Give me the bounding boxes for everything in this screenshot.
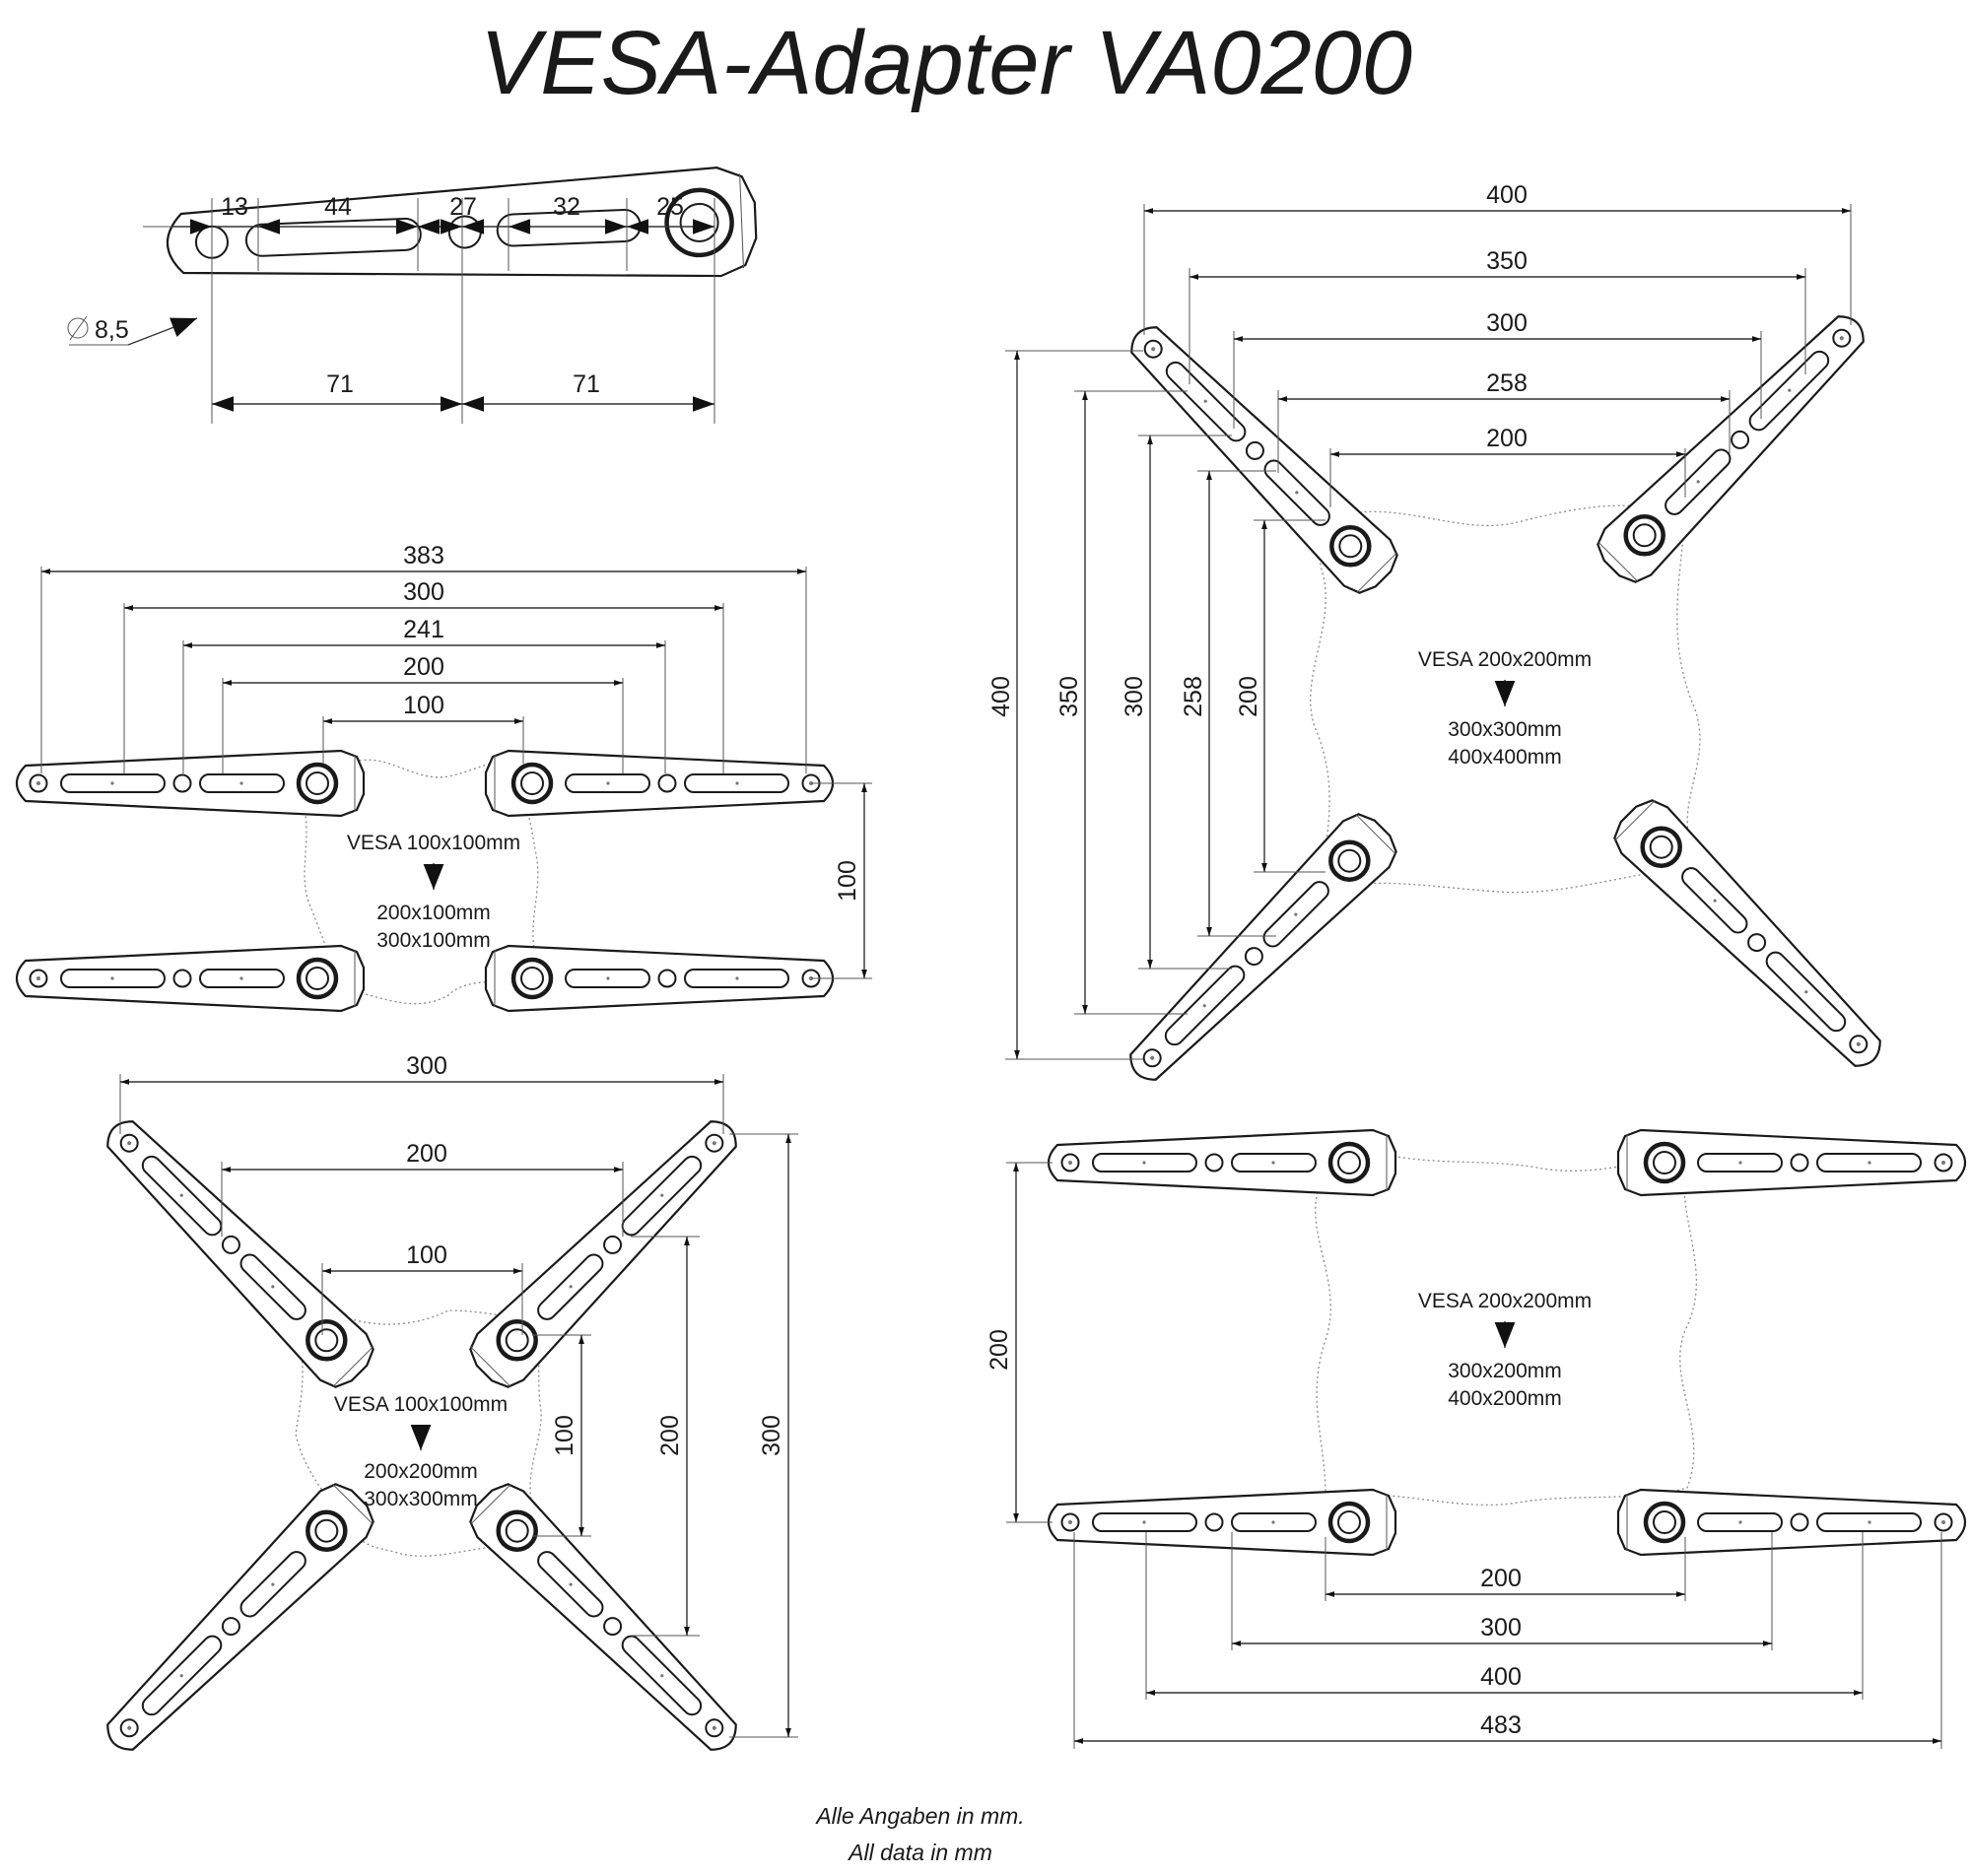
view-c-width-400: 400 [1486, 181, 1528, 209]
view-c-height-300: 300 [1121, 676, 1148, 717]
diameter-icon [67, 317, 89, 339]
view-c-height-258: 258 [1180, 676, 1207, 717]
dim-71-right: 71 [573, 370, 600, 398]
view-a-width-300: 300 [403, 578, 444, 606]
dim-32: 32 [553, 193, 580, 221]
view-c-width-300: 300 [1486, 309, 1528, 337]
view-c-width-350: 350 [1486, 247, 1528, 275]
view-b-height-200: 200 [656, 1415, 684, 1456]
view-a-vesa-label: VESA 100x100mm [347, 832, 520, 854]
view-a-width-241: 241 [403, 616, 444, 643]
footer-note-de: Alle Angaben in mm. [814, 1803, 1024, 1829]
view-b-diagonal-100: 300 200 100 100 200 300 VESA 100x100mm 2… [91, 1052, 798, 1767]
page-title: VESA-Adapter VA0200 [480, 13, 1412, 113]
view-c-width-200: 200 [1486, 425, 1528, 452]
view-a-result-1: 200x100mm [376, 902, 491, 924]
view-a-width-200: 200 [403, 653, 444, 681]
view-b-width-100: 100 [406, 1241, 447, 1269]
view-b-width-300: 300 [406, 1052, 447, 1080]
view-c-result-2: 400x400mm [1448, 746, 1562, 769]
view-d-dimension-lines [1006, 1162, 1942, 1749]
view-b-vesa-label: VESA 100x100mm [334, 1393, 508, 1416]
view-d-horizontal-200: 200 200 300 400 483 VESA 200x200mm 300x2… [986, 1130, 1965, 1749]
footer-note-en: All data in mm [847, 1840, 992, 1865]
view-d-width-483: 483 [1480, 1711, 1522, 1739]
view-b-width-200: 200 [406, 1140, 447, 1168]
view-d-width-300: 300 [1480, 1614, 1522, 1642]
view-d-width-200: 200 [1480, 1565, 1522, 1592]
view-a-width-383: 383 [403, 542, 444, 570]
view-b-height-300: 300 [758, 1415, 785, 1456]
dim-27: 27 [449, 193, 477, 221]
arm-detail-view: 13 44 27 32 25 71 71 8,5 [67, 167, 758, 424]
view-c-height-350: 350 [1055, 676, 1083, 717]
view-d-result-2: 400x200mm [1448, 1387, 1562, 1410]
view-a-result-2: 300x100mm [376, 929, 491, 952]
view-c-result-1: 300x300mm [1448, 718, 1562, 741]
dim-25: 25 [656, 193, 684, 221]
view-c-diagonal-200: 400 350 300 258 200 400 350 300 258 200 … [987, 181, 1897, 1097]
view-b-result-1: 200x200mm [364, 1460, 478, 1483]
view-a-dimension-lines [40, 567, 872, 979]
view-d-height-200: 200 [986, 1329, 1013, 1371]
view-d-width-400: 400 [1480, 1663, 1522, 1691]
view-c-width-258: 258 [1486, 369, 1528, 397]
view-d-vesa-label: VESA 200x200mm [1418, 1290, 1592, 1312]
view-c-vesa-label: VESA 200x200mm [1418, 648, 1592, 671]
view-b-height-100: 100 [551, 1415, 578, 1456]
view-a-height-100: 100 [834, 860, 861, 902]
hole-diameter: 8,5 [95, 316, 129, 344]
view-a-width-100: 100 [403, 692, 444, 719]
view-c-height-400: 400 [987, 676, 1015, 717]
view-b-result-2: 300x300mm [364, 1488, 478, 1510]
view-a-horizontal-100: 383 300 241 200 100 100 VESA 100x100mm 2… [17, 542, 872, 1011]
view-c-dimension-lines [1005, 204, 1852, 1060]
dim-13: 13 [221, 193, 248, 221]
view-b-dimension-lines [119, 1074, 798, 1738]
detail-dimension-lines [69, 198, 715, 424]
view-d-result-1: 300x200mm [1448, 1360, 1562, 1382]
dim-44: 44 [324, 193, 352, 221]
dim-71-left: 71 [326, 370, 354, 398]
view-c-height-200: 200 [1235, 676, 1262, 717]
